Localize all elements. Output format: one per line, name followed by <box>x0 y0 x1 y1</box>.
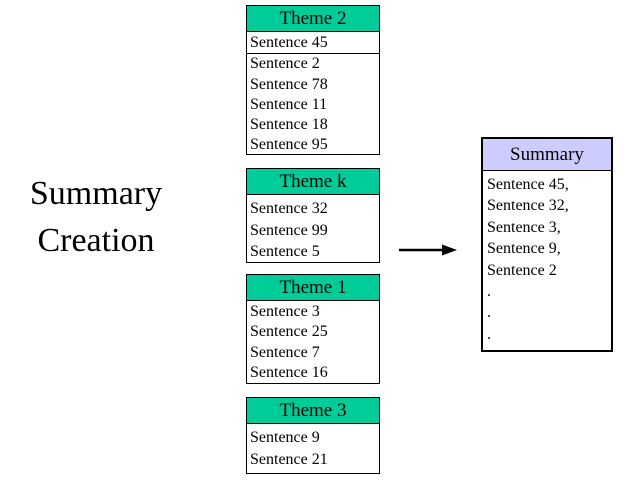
summary-line: . <box>487 304 491 322</box>
summary-sentence-list: Sentence 45, Sentence 32, Sentence 3, Sente… <box>483 171 611 345</box>
theme-2-header: Theme 2 <box>247 6 379 32</box>
sentence-row: Sentence 95 <box>250 136 328 154</box>
theme-3-box: Theme 3 Sentence 9 Sentence 21 <box>246 397 380 474</box>
sentence-row: Sentence 5 <box>250 243 320 261</box>
sentence-row: Sentence 7 <box>250 343 320 361</box>
sentence-row: Sentence 25 <box>250 323 328 341</box>
summary-line: Sentence 9, <box>487 240 561 258</box>
theme-1-sentence-list: Sentence 3 Sentence 25 Sentence 7 Sentence … <box>247 301 379 384</box>
sentence-row: Sentence 11 <box>250 95 328 113</box>
theme-k-header: Theme k <box>247 169 379 195</box>
summary-line: Sentence 2 <box>487 261 557 279</box>
theme-3-sentence-list: Sentence 9 Sentence 21 <box>247 424 379 471</box>
theme-k-box: Theme k Sentence 32 Sentence 99 Sentence 5 <box>246 168 380 263</box>
summary-line: Sentence 45, <box>487 176 569 193</box>
sentence-row: Sentence 3 <box>250 303 320 320</box>
summary-box: Summary Sentence 45,Sentence 32,Sentence… <box>481 137 613 352</box>
right-arrow-icon <box>399 244 457 256</box>
sentence-row: Sentence 78 <box>250 75 328 93</box>
theme-3-header: Theme 3 <box>247 398 379 424</box>
slide-title: Summary Creation <box>29 175 163 259</box>
sentence-row: Sentence 21 <box>250 451 328 468</box>
sentence-row: Sentence 2 <box>250 55 320 73</box>
theme-k-sentence-list: Sentence 32 Sentence 99 Sentence 5 <box>247 195 379 263</box>
summary-header: Summary <box>483 139 611 171</box>
summary-line: Sentence 32, <box>487 197 569 215</box>
summary-line: Sentence 3, <box>487 218 561 236</box>
sentence-row: Sentence 32 <box>250 200 328 217</box>
sentence-row: Sentence 18 <box>250 116 328 134</box>
sentence-row: Sentence 45 <box>247 33 379 55</box>
summary-line: . <box>487 282 491 300</box>
sentence-row: Sentence 99 <box>250 221 328 239</box>
sentence-row: Sentence 9 <box>250 429 320 446</box>
sentence-row: Sentence 16 <box>250 364 328 382</box>
theme-1-header: Theme 1 <box>247 275 379 301</box>
summary-line: . <box>487 325 491 343</box>
